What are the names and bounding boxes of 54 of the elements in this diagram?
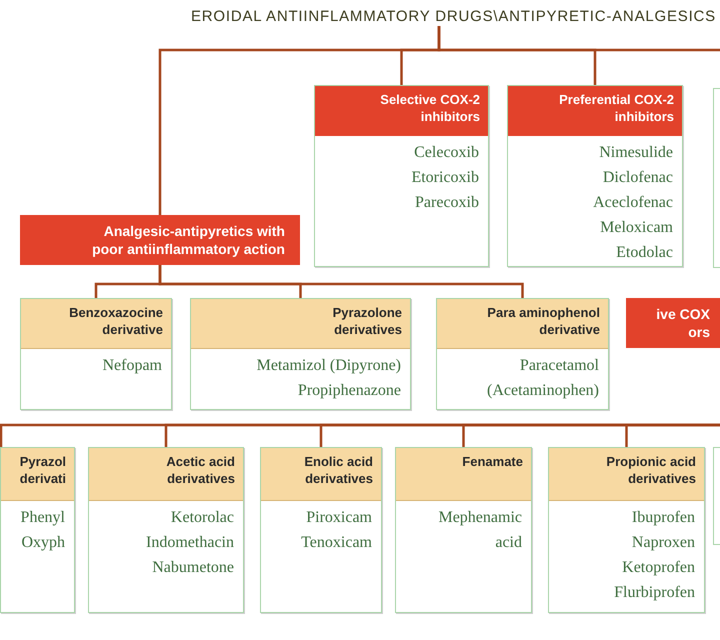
drug-name: Aceclofenac <box>593 193 673 213</box>
class-heading: Selective COX-2 inhibitors <box>315 86 488 136</box>
drug-name: Etodolac <box>616 243 673 263</box>
drug-name: Naproxen <box>632 533 695 553</box>
class-label: ive COX ors <box>655 305 710 341</box>
class-card <box>190 298 411 410</box>
class-card <box>507 85 683 267</box>
drug-name: Nimesulide <box>599 143 673 163</box>
class-heading: Para aminophenol derivative <box>437 299 608 349</box>
drug-name: Oxyph <box>21 533 65 553</box>
drug-name: Phenyl <box>20 508 65 528</box>
drug-name: Etoricoxib <box>411 168 479 188</box>
drug-name: Diclofenac <box>602 168 673 188</box>
class-heading: Pyrazolone derivatives <box>191 299 410 349</box>
class-card <box>395 447 532 613</box>
class-card <box>548 447 705 613</box>
class-card <box>0 447 75 613</box>
class-heading: Propionic acid derivatives <box>549 448 704 501</box>
class-heading: Enolic acid derivatives <box>261 448 381 501</box>
drug-name: Metamizol (Dipyrone) <box>256 356 401 376</box>
connector-line <box>438 26 720 52</box>
class-card <box>88 447 244 613</box>
connector-line <box>625 424 720 447</box>
class-heading: Fenamate <box>396 448 531 501</box>
drug-name: Ketoprofen <box>622 558 695 578</box>
class-box <box>626 298 720 348</box>
drug-name: Flurbiprofen <box>614 583 695 603</box>
drug-name: Indomethacin <box>146 533 234 553</box>
class-heading: Pyrazol derivati <box>1 448 74 501</box>
class-label: Analgesic-antipyretics with poor antiinflammatory action <box>91 222 285 258</box>
drug-name: Ibuprofen <box>632 508 695 528</box>
drug-name: Celecoxib <box>414 143 479 163</box>
class-box <box>20 215 300 265</box>
class-card <box>436 298 609 410</box>
drug-name: Piroxicam <box>306 508 372 528</box>
drug-name: Parecoxib <box>415 193 479 213</box>
partial-box <box>713 88 720 268</box>
drug-name: Meloxicam <box>600 218 673 238</box>
drug-name: Paracetamol (Acetaminophen) <box>486 356 599 401</box>
drug-name: Mephenamic acid <box>437 508 522 553</box>
connector-line <box>158 265 524 298</box>
partial-box <box>713 447 720 545</box>
drug-name: Nabumetone <box>152 558 234 578</box>
class-card <box>20 298 172 410</box>
root-label: EROIDAL ANTIINFLAMMATORY DRUGS\ANTIPYRETIC-ANALGESICS <box>191 8 716 25</box>
drug-name: Propiphenazone <box>298 381 401 401</box>
drug-name: Ketorolac <box>170 508 234 528</box>
class-card <box>314 85 489 267</box>
class-heading: Preferential COX-2 inhibitors <box>508 86 682 136</box>
class-card <box>260 447 382 613</box>
drug-name: Nefopam <box>102 356 162 376</box>
class-heading: Acetic acid derivatives <box>89 448 243 501</box>
class-heading: Benzoxazocine derivative <box>21 299 171 349</box>
drug-name: Tenoxicam <box>301 533 372 553</box>
